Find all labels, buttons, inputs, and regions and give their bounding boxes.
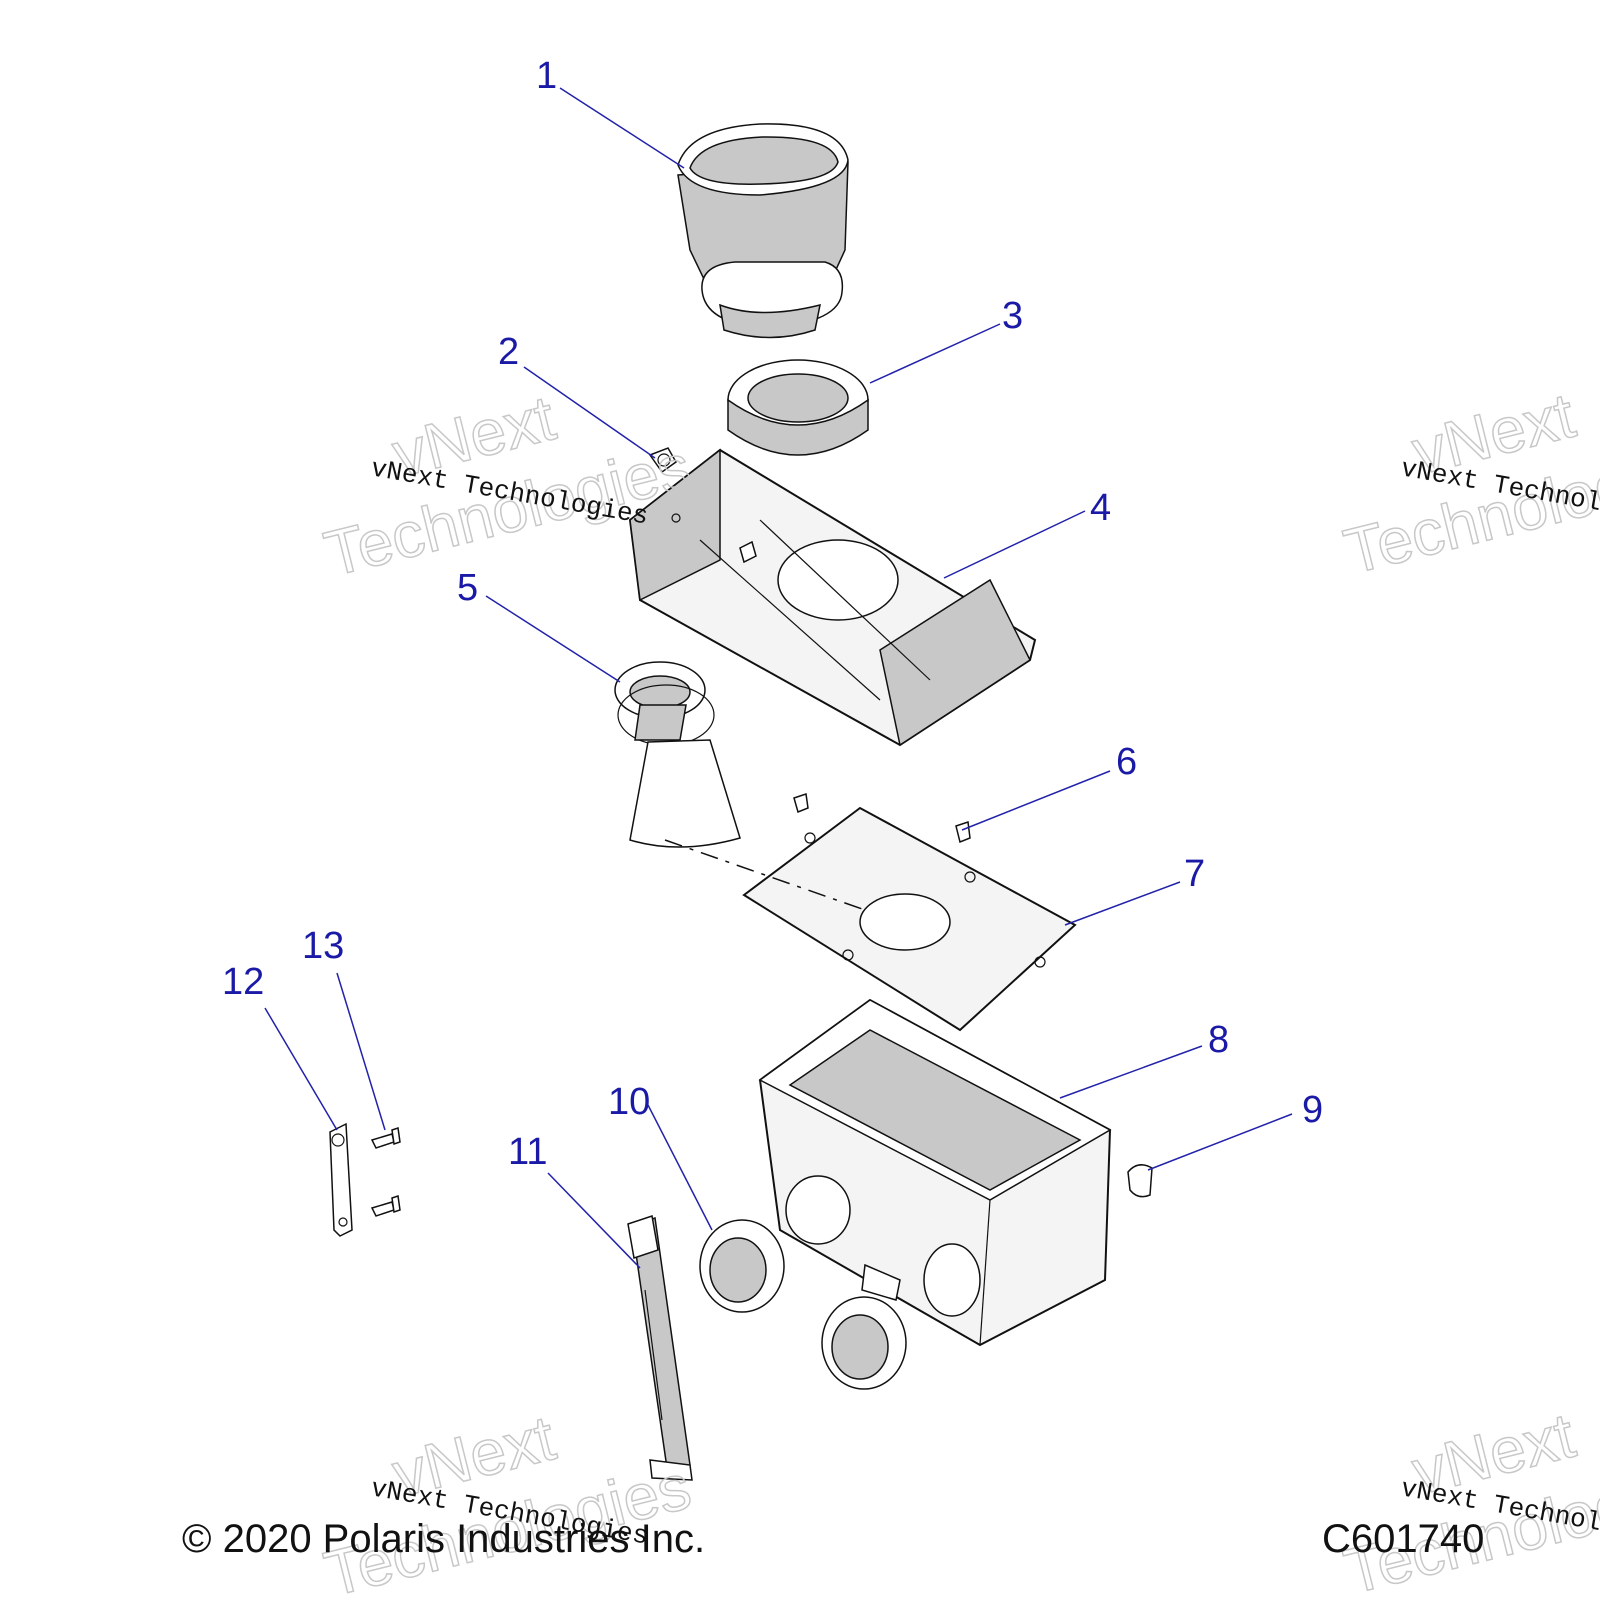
callout-1: 1 — [536, 55, 557, 97]
part-13-bolts — [370, 1127, 401, 1217]
part-8-airbox-body — [758, 998, 1112, 1347]
callout-2: 2 — [498, 331, 519, 373]
part-4-airbox-lid — [628, 448, 1037, 747]
callout-7: 7 — [1184, 853, 1205, 895]
part-5-velocity-stack — [614, 661, 741, 848]
callout-numbers: 1 2 3 4 5 6 7 8 9 10 11 12 13 — [222, 55, 1323, 1173]
callout-8: 8 — [1208, 1019, 1229, 1061]
callout-11: 11 — [508, 1131, 547, 1173]
footer: © 2020 Polaris Industries Inc. C601740 — [182, 1517, 1484, 1561]
callout-4: 4 — [1090, 487, 1111, 529]
part-10-grommets — [699, 1219, 907, 1390]
callout-13: 13 — [302, 925, 344, 967]
diagram-code: C601740 — [1322, 1517, 1484, 1561]
callout-10: 10 — [608, 1081, 650, 1123]
callout-9: 9 — [1302, 1089, 1323, 1131]
part-12-bracket — [329, 1122, 353, 1237]
callout-6: 6 — [1116, 741, 1137, 783]
callout-5: 5 — [457, 567, 478, 609]
part-2-fitting — [648, 447, 677, 474]
part-11-strap — [627, 1215, 693, 1481]
part-1-intake-duct — [677, 123, 849, 339]
leader-lines — [264, 87, 1293, 1269]
part-9-clip — [1127, 1164, 1153, 1198]
callout-12: 12 — [222, 961, 264, 1003]
callout-3: 3 — [1002, 295, 1023, 337]
part-3-ring — [727, 359, 869, 456]
part-7-filter-plate — [664, 806, 1077, 1032]
copyright-text: © 2020 Polaris Industries Inc. — [182, 1517, 705, 1561]
